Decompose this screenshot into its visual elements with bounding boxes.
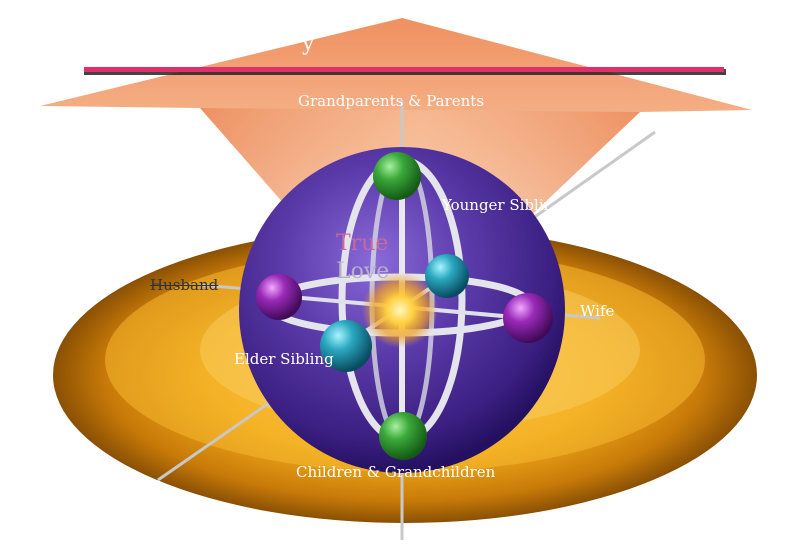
node-husband <box>256 274 302 320</box>
label-true: True <box>336 231 389 256</box>
label-younger-sibling: Younger Sibling <box>442 196 550 214</box>
node-younger-sibling <box>425 254 469 298</box>
label-elder-sibling: Elder Sibling <box>234 350 334 368</box>
label-true-love: True Love <box>336 230 406 286</box>
label-grandparents-parents: Grandparents & Parents <box>298 92 485 110</box>
node-children <box>379 412 427 460</box>
love-core <box>362 272 438 348</box>
label-wife: Wife <box>580 302 615 320</box>
svg-text:y: y <box>301 31 315 56</box>
family-nodes <box>256 152 553 460</box>
node-wife <box>503 293 553 343</box>
label-husband: Husband <box>150 276 219 294</box>
node-grandparents <box>373 152 421 200</box>
label-love: Love <box>336 259 390 284</box>
label-children-grandchildren: Children & Grandchildren <box>296 463 496 481</box>
title-bar: y <box>84 31 726 75</box>
node-elder-sibling <box>320 320 372 372</box>
